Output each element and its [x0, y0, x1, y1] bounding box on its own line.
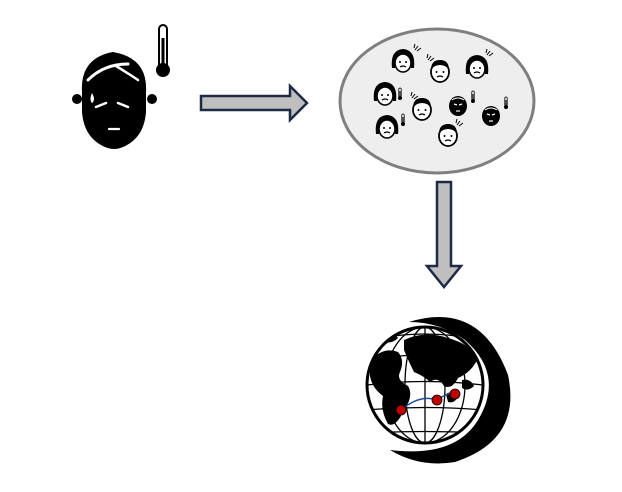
sick-person-icon: [72, 52, 157, 149]
arrow-right: [199, 82, 309, 124]
globe-icon: [365, 317, 511, 464]
spread-route: [395, 388, 461, 416]
crowd-of-sick-people-icon: [338, 27, 536, 175]
arrow-down: [424, 180, 464, 289]
thermometer-icon: [156, 24, 170, 77]
